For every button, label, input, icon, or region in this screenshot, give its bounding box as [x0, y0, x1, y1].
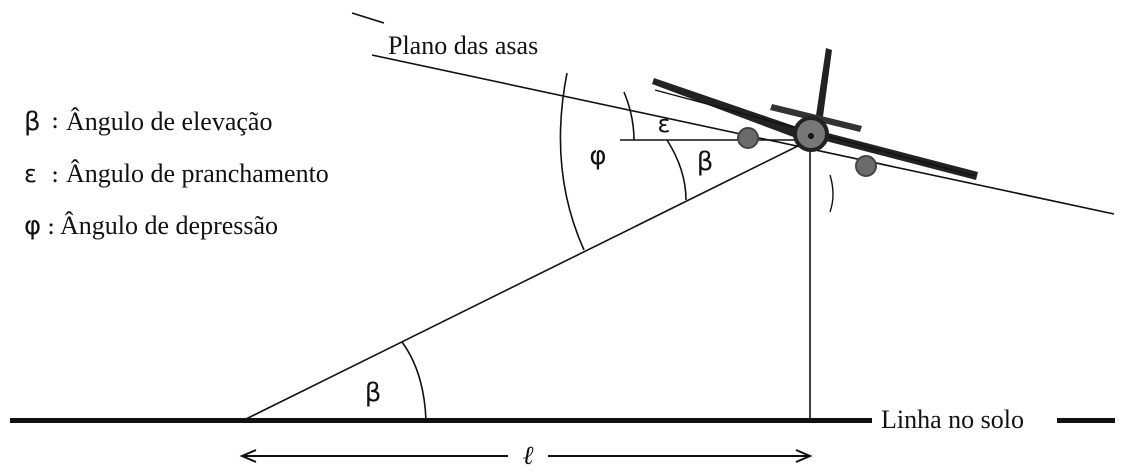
legend: β : Ângulo de elevação ε : Ângulo de pra… — [24, 106, 329, 241]
angle-label-banking: ε — [658, 110, 671, 138]
depression-arc — [559, 72, 585, 251]
ground-line-left — [10, 418, 872, 423]
wing-plane-label: Plano das asas — [388, 31, 538, 60]
distance-arrow — [239, 449, 813, 463]
angle-label-depression: φ — [589, 141, 606, 171]
legend-item-depression: φ : Ângulo de depressão — [24, 211, 278, 241]
legend-item-banking: ε : Ângulo de pranchamento — [24, 159, 329, 188]
legend-symbol: ε — [24, 160, 37, 188]
aircraft — [652, 48, 978, 180]
legend-text: Ângulo de elevação — [66, 107, 272, 136]
legend-text: Ângulo de depressão — [60, 211, 278, 240]
banking-arc — [623, 91, 635, 141]
angle-label-elevation-ground: β — [365, 378, 382, 408]
aircraft-engine-right — [855, 155, 877, 177]
aircraft-fuselage-center — [808, 133, 814, 139]
legend-item-elevation: β : Ângulo de elevação — [24, 106, 272, 137]
elevation-arc-plane — [666, 139, 687, 201]
distance-arrowhead-left — [239, 449, 257, 463]
distance-arrowhead-right — [795, 449, 813, 463]
legend-symbol: β — [24, 107, 41, 137]
plane-extension-dash — [351, 12, 385, 24]
elevation-arc-ground — [401, 341, 427, 421]
legend-separator: : — [47, 212, 55, 240]
ground-line — [10, 418, 1115, 423]
legend-separator: : — [51, 160, 59, 188]
aircraft-left-wing — [652, 78, 800, 138]
aircraft-engine-left — [737, 127, 759, 149]
line-of-sight — [241, 139, 811, 422]
legend-text: Ângulo de pranchamento — [66, 159, 329, 188]
ground-line-right — [1057, 418, 1115, 423]
distance-label: ℓ — [523, 441, 534, 466]
right-angle-mark — [829, 174, 834, 213]
legend-separator: : — [51, 106, 59, 134]
angle-label-elevation-plane: β — [697, 147, 714, 177]
legend-symbol: φ — [24, 211, 41, 241]
aircraft-tail-fin — [815, 48, 832, 124]
ground-line-label: Linha no solo — [881, 405, 1024, 434]
